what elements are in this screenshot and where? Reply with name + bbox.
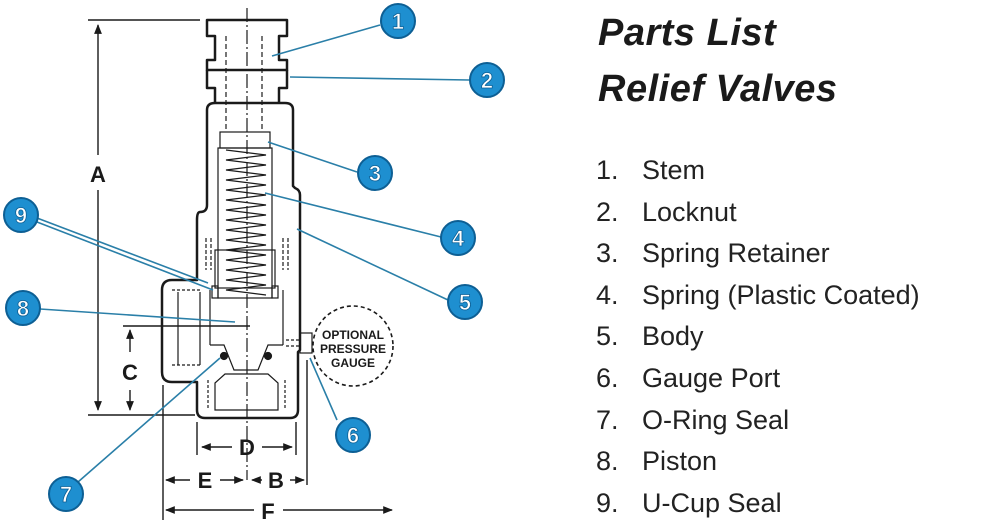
- valve-body: [160, 18, 302, 420]
- callout-5: 5: [447, 284, 483, 320]
- part-name: Piston: [642, 446, 718, 477]
- svg-text:4: 4: [452, 226, 465, 251]
- dimension-lines: [88, 19, 393, 520]
- part-item: 2.Locknut: [596, 196, 737, 227]
- part-item: 3.Spring Retainer: [596, 238, 830, 269]
- gauge-label-line1: OPTIONAL: [322, 328, 384, 342]
- svg-text:2: 2: [481, 68, 493, 93]
- part-name: Stem: [642, 155, 706, 185]
- part-name: Body: [642, 321, 704, 352]
- dimension-label-a: A: [90, 162, 106, 187]
- svg-text:1: 1: [392, 9, 404, 34]
- part-item: 7.O-Ring Seal: [596, 404, 790, 435]
- dimension-label-f: F: [261, 499, 274, 524]
- part-item: 5.Body: [596, 321, 704, 352]
- dimension-label-b: B: [268, 468, 284, 493]
- part-name: Locknut: [642, 196, 737, 227]
- svg-text:7: 7: [60, 482, 72, 507]
- svg-text:6: 6: [347, 423, 359, 448]
- callout-8: 8: [5, 290, 41, 326]
- callout-6: 6: [335, 417, 371, 453]
- svg-text:9: 9: [15, 203, 27, 228]
- callout-2: 2: [469, 62, 505, 98]
- part-name: Spring (Plastic Coated): [642, 279, 920, 310]
- relief-valve-diagram: OPTIONAL PRESSURE GAUGE A C D E B F: [3, 3, 505, 524]
- spring: [225, 149, 267, 296]
- gauge-label-line2: PRESSURE: [320, 342, 386, 356]
- part-name: Gauge Port: [642, 362, 781, 393]
- callout-3: 3: [357, 155, 393, 191]
- leader-lines: [36, 24, 470, 483]
- callout-7: 7: [48, 476, 84, 512]
- part-name: Spring Retainer: [642, 238, 830, 269]
- callout-4: 4: [440, 220, 476, 256]
- part-item: 1.Stem: [596, 155, 706, 185]
- part-name: U-Cup Seal: [642, 487, 782, 518]
- title-relief-valves: Relief Valves: [598, 68, 838, 110]
- part-item: 4.Spring (Plastic Coated): [596, 279, 920, 310]
- svg-text:8: 8: [17, 296, 29, 321]
- valve-interior: [172, 8, 313, 480]
- parts-list: 1.Stem 2.Locknut 3.Spring Retainer 4.Spr…: [596, 150, 920, 524]
- callout-9: 9: [3, 197, 39, 233]
- dimension-label-c: C: [122, 360, 138, 385]
- part-item: 9.U-Cup Seal: [596, 487, 782, 518]
- title-parts-list: Parts List: [598, 12, 777, 54]
- part-item: 6.Gauge Port: [596, 362, 781, 393]
- callout-1: 1: [380, 3, 416, 39]
- part-name: O-Ring Seal: [642, 404, 790, 435]
- dimension-label-e: E: [198, 468, 213, 493]
- part-item: 8.Piston: [596, 446, 718, 477]
- dimension-label-d: D: [239, 435, 255, 460]
- gauge-label-line3: GAUGE: [331, 356, 375, 370]
- svg-text:5: 5: [459, 290, 471, 315]
- optional-pressure-gauge-outline: [312, 305, 394, 387]
- svg-text:3: 3: [369, 161, 381, 186]
